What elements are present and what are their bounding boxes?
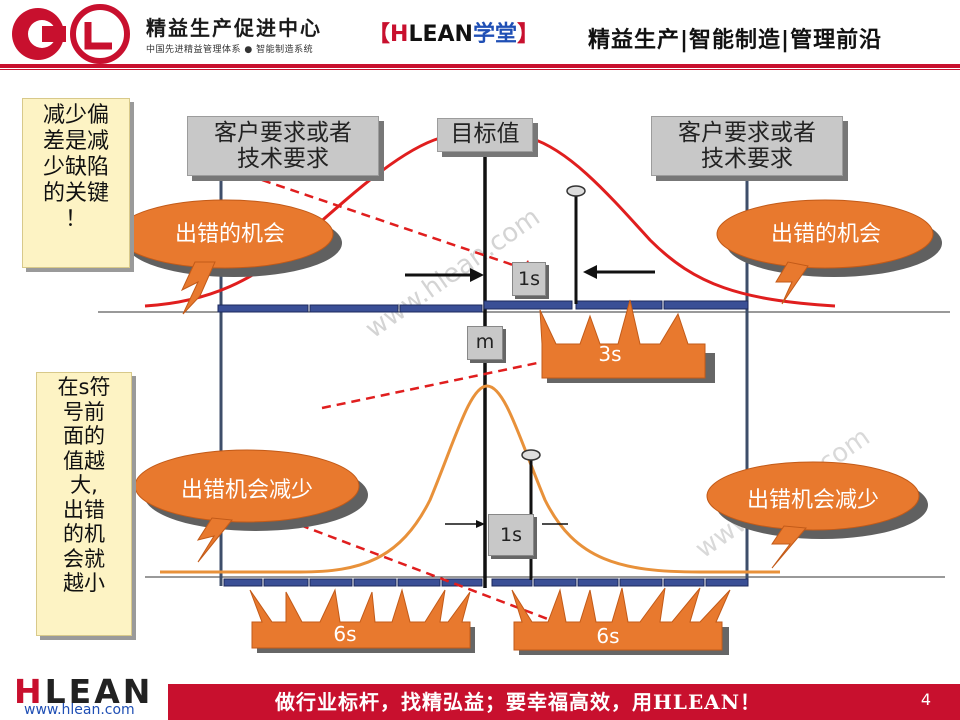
hlean-logo-mark: [12, 4, 130, 64]
bubble-reduced-right: [706, 461, 928, 569]
label-6s-right: 6s: [596, 624, 620, 648]
label-reduced-left: 出错机会减少: [180, 478, 313, 503]
footer-logo: HLEAN: [14, 672, 153, 711]
note-reduce-deviation: 减少偏 差是减 少缺陷 的关键 ！: [22, 98, 130, 268]
brand-bracket-right: 】: [516, 22, 539, 47]
brand-school: 学堂: [472, 22, 517, 47]
note-line: 越小: [63, 571, 105, 595]
requirement-box-left: 客户要求或者 技术要求: [187, 116, 379, 176]
requirement-line: 技术要求: [701, 146, 793, 172]
requirement-line: 技术要求: [237, 146, 329, 172]
org-subtitle: 中国先进精益管理体系 ● 智能制造系统: [146, 45, 314, 55]
scale-segment: [399, 304, 483, 313]
footer-slogan: 做行业标杆，找精弘益；要幸福高效，用HLEAN！: [274, 690, 761, 714]
scale-segment: [533, 578, 577, 587]
note-line: 在s符: [57, 375, 111, 399]
bubble-reduced-left: [134, 449, 368, 563]
shifted-mean-marker-top: [566, 185, 586, 197]
label-reduced-right: 出错机会减少: [746, 488, 879, 513]
dashed-arrow-to-1s-top: [261, 178, 523, 270]
narrow-distribution-curve: [160, 384, 780, 574]
label-error-chance-right: 出错的机会: [770, 222, 881, 247]
header-tagline: 精益生产|智能制造|管理前沿: [588, 28, 883, 53]
header-divider-thin: [0, 69, 960, 70]
scale-segment: [575, 300, 663, 310]
brand-lean: LEAN: [408, 22, 473, 47]
footer-logo-rest: LEAN: [44, 672, 154, 711]
scale-segment: [353, 578, 397, 587]
bottom-scale: [223, 578, 749, 587]
callout-6s-right: [511, 587, 731, 655]
note-line: 大,: [70, 473, 98, 497]
shifted-mean-marker-bottom: [521, 449, 541, 461]
target-value-box: 目标值: [437, 118, 533, 152]
scale-segment: [309, 578, 353, 587]
scale-segment: [217, 304, 309, 313]
note-line: 少缺陷: [42, 155, 109, 180]
header-divider: [0, 64, 960, 68]
mean-box: m: [467, 326, 503, 360]
note-line: 差是减: [42, 129, 109, 154]
scale-segment: [619, 578, 663, 587]
label-error-chance-left: 出错的机会: [174, 222, 285, 247]
top-scale: [217, 300, 749, 313]
callout-3s: [539, 299, 715, 383]
note-line: 的关键: [42, 181, 109, 206]
scale-segment: [263, 578, 309, 587]
note-line: 减少偏: [42, 103, 109, 128]
scale-segment: [309, 304, 399, 313]
scale-segment: [577, 578, 619, 587]
brand-bracket-left: 【: [368, 22, 391, 47]
scale-segment: [491, 578, 533, 587]
note-line: 的机: [63, 522, 105, 546]
brand-title: 【HLEAN学堂】: [368, 16, 539, 48]
sigma-box-top: 1s: [512, 262, 546, 296]
dashed-arrow-to-6s: [299, 523, 583, 634]
bubble-error-chance-right: [716, 199, 942, 305]
note-sigma-level: 在s符 号前 面的 值越 大, 出错 的机 会就 越小: [36, 372, 132, 636]
note-line: 会就: [63, 546, 105, 571]
page-number: 4: [920, 690, 932, 709]
scale-segment: [663, 578, 705, 587]
scale-segment: [705, 578, 749, 587]
footer-logo-h: H: [14, 672, 45, 711]
requirement-line: 客户要求或者: [214, 120, 352, 146]
callout-6s-left: [249, 588, 475, 653]
scale-segment: [397, 578, 441, 587]
scale-segment: [223, 578, 263, 587]
org-name: 精益生产促进中心: [146, 16, 322, 40]
bubble-error-chance-left: [116, 199, 342, 315]
note-line: 号前: [63, 399, 105, 424]
requirement-box-right: 客户要求或者 技术要求: [651, 116, 843, 176]
note-line: 值越: [63, 448, 105, 473]
brand-h: H: [390, 22, 409, 47]
note-line: 出错: [63, 497, 105, 522]
scale-segment: [483, 300, 573, 310]
footer-bar: [168, 684, 960, 720]
label-6s-left: 6s: [333, 622, 357, 646]
label-3s: 3s: [598, 342, 622, 366]
requirement-line: 客户要求或者: [678, 120, 816, 146]
note-line: ！: [64, 207, 87, 232]
scale-segment: [663, 300, 749, 310]
footer-url-link[interactable]: www.hlean.com: [24, 702, 135, 718]
sigma-box-bottom: 1s: [488, 514, 534, 556]
note-line: 面的: [63, 424, 105, 448]
